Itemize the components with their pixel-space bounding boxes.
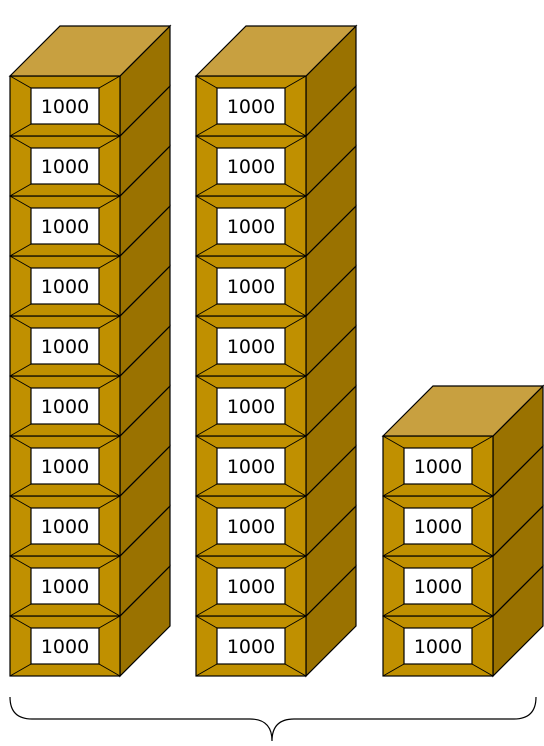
block-label: 1000 (414, 576, 462, 598)
block-stack-3: 1000 1000 1000 1000 (383, 386, 543, 676)
block-label: 1000 (227, 396, 275, 418)
block-label: 1000 (227, 156, 275, 178)
block-label: 1000 (227, 96, 275, 118)
stacks-group: 1000100010001000100010001000100010001000… (10, 26, 543, 676)
block-label: 1000 (227, 216, 275, 238)
block-label: 1000 (227, 276, 275, 298)
block-stack-2: 1000 1000 1000 1000 1000 1000 1000 1000 1000 1000 (196, 26, 356, 676)
grouping-brace (10, 697, 536, 741)
block-label: 1000 (227, 576, 275, 598)
block-label: 1000 (227, 456, 275, 478)
block-label: 1000 (227, 636, 275, 658)
block-label: 1000 (227, 336, 275, 358)
block-label: 1000 (414, 456, 462, 478)
block-label: 1000 (41, 156, 89, 178)
block-label: 1000 (41, 216, 89, 238)
block-label: 1000 (227, 516, 275, 538)
block-label: 1000 (41, 396, 89, 418)
block-label: 1000 (414, 516, 462, 538)
block-label: 1000 (41, 96, 89, 118)
block-label: 1000 (41, 456, 89, 478)
block-label: 1000 (41, 576, 89, 598)
block-label: 1000 (41, 636, 89, 658)
block-label: 1000 (41, 276, 89, 298)
block-label: 1000 (41, 336, 89, 358)
block-label: 1000 (414, 636, 462, 658)
block-label: 1000 (41, 516, 89, 538)
block-stack-1: 1000 1000 1000 1000 1000 1000 1000 1000 1000 1000 (10, 26, 170, 676)
